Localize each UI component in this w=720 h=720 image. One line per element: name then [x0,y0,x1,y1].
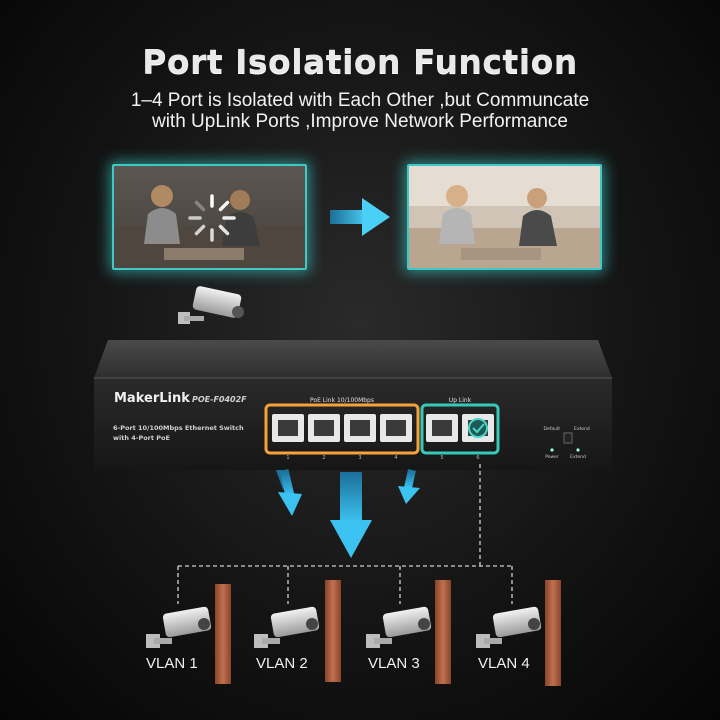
port-number-5: 5 [440,455,443,461]
brick-wall-icon [545,580,561,686]
checkmark-icon [468,418,488,438]
camera-icon [476,606,542,648]
network-switch [94,340,612,470]
page-subtitle: 1–4 Port is Isolated with Each Other ,bu… [60,90,660,132]
uplink-group-label: Up Link [449,397,472,404]
port-number-6: 6 [476,455,479,461]
down-arrow-icon [276,468,302,516]
arrow-right-icon [330,198,390,236]
vlan-label-4: VLAN 4 [478,655,530,672]
brick-wall-icon [325,580,341,682]
loading-spinner-icon [188,194,236,242]
switch-model: POE-F0402F [192,395,247,404]
brick-wall-icon [435,580,451,684]
vlan-label-1: VLAN 1 [146,655,198,672]
connection-lines [177,464,513,604]
down-arrow-icon [330,472,372,558]
vlan-label-3: VLAN 3 [368,655,420,672]
camera-icon [254,606,320,648]
switch-brand: MakerLink [114,391,190,406]
poe-group-label: PoE Link 10/100Mbps [310,397,374,404]
switch-desc-line-1: 6-Port 10/100Mbps Ethernet Switch [113,424,244,432]
down-arrow-icon [398,469,420,504]
camera-icon [146,606,212,648]
port-number-4: 4 [394,455,397,461]
led-extend-label: Extend [570,454,586,460]
led-power-label: Power [545,454,559,460]
camera-icon [178,286,244,324]
port-number-2: 2 [322,455,325,461]
brick-wall-icon [215,584,231,684]
switch-label-extend: Extend [574,426,590,432]
photo-buffering [112,164,307,270]
port-number-3: 3 [358,455,361,461]
camera-icon [366,606,432,648]
port-number-1: 1 [286,455,289,461]
subtitle-line-1: 1–4 Port is Isolated with Each Other ,bu… [130,90,590,111]
subtitle-line-2: with UpLink Ports ,Improve Network Perfo… [151,111,569,132]
page-title: Port Isolation Function [142,42,578,81]
switch-desc-line-2: with 4-Port PoE [113,434,170,442]
vlan-label-2: VLAN 2 [256,655,308,672]
photo-clear [407,164,602,270]
switch-label-default: Default [544,426,561,432]
